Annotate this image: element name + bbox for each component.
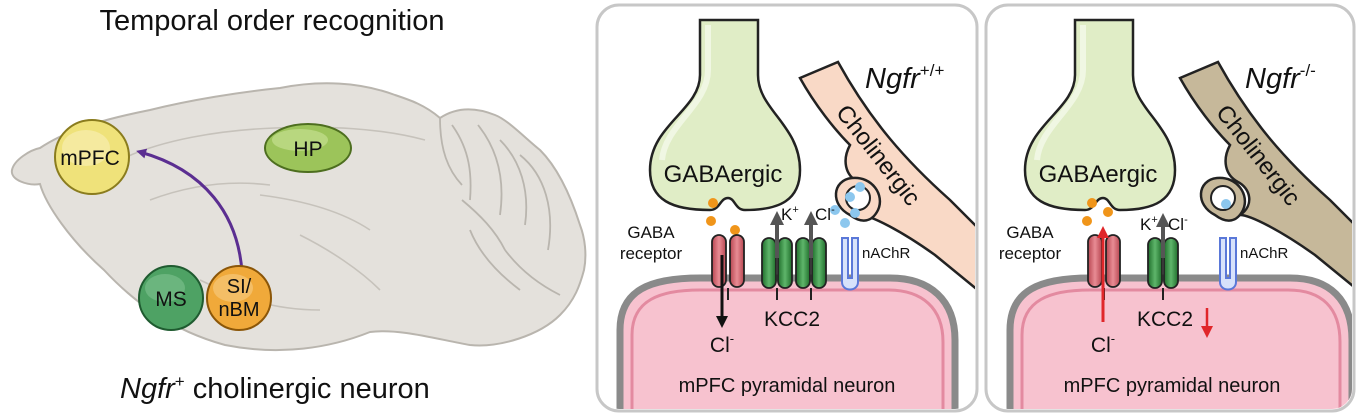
kcc2-transporter	[761, 237, 827, 300]
cerebellum-folds	[439, 117, 561, 296]
panel-knockout: GABAergic Cholinergic Ngfr-/-	[984, 3, 1356, 413]
gabaergic-terminal	[648, 18, 802, 212]
ach-vesicle	[850, 208, 860, 218]
ach-vesicle	[1221, 199, 1231, 209]
hp-label: HP	[293, 138, 322, 161]
brain-sulci	[119, 126, 426, 311]
ach-vesicle	[845, 192, 855, 202]
nachr-label: nAChR	[862, 245, 911, 262]
brain-title: Temporal order recognition	[100, 5, 445, 37]
pyramidal-neuron	[1006, 274, 1352, 409]
cl-bottom-label: Cl-	[1091, 331, 1115, 357]
si-label-line1: SI/	[227, 276, 252, 298]
nachr-receptor	[1219, 237, 1237, 291]
brain-caption: Ngfr+ cholinergic neuron	[120, 372, 430, 405]
receptor-label-line1: GABA	[627, 223, 675, 242]
ion-k-label: K+	[781, 204, 799, 224]
gaba-vesicle	[706, 216, 716, 226]
receptor-label-line2: receptor	[620, 244, 683, 263]
gabaergic-label: GABAergic	[1039, 161, 1158, 188]
gabaergic-label: GABAergic	[664, 161, 783, 188]
gabaergic-terminal	[1023, 18, 1177, 212]
si-label-line2: nBM	[218, 299, 259, 321]
ach-vesicle	[840, 218, 850, 228]
pyramidal-neuron	[616, 274, 959, 409]
gaba-vesicle	[730, 225, 740, 235]
receptor-label-line2: receptor	[999, 244, 1062, 263]
nachr-receptor	[841, 237, 859, 291]
projection-arrow	[136, 148, 244, 273]
caption-gene: Ngfr	[120, 373, 176, 405]
ion-cl-top-label: Cl-	[1168, 214, 1188, 234]
neuron-label: mPFC pyramidal neuron	[1064, 375, 1281, 397]
nachr-label: nAChR	[1240, 245, 1289, 262]
caption-rest: cholinergic neuron	[185, 373, 430, 405]
panel-wildtype: GABAergic Cholinergic Ngfr+/+	[595, 3, 979, 413]
gaba-vesicle	[1087, 198, 1097, 208]
kcc2-transporter	[1147, 237, 1179, 300]
mpfc-label: mPFC	[60, 147, 120, 170]
ion-cl-top-label: Cl-	[815, 204, 835, 224]
ion-k-label: K+	[1140, 214, 1158, 234]
ms-label: MS	[155, 288, 187, 311]
receptor-label-line1: GABA	[1006, 223, 1054, 242]
neuron-label: mPFC pyramidal neuron	[679, 375, 896, 397]
gaba-vesicle	[1082, 216, 1092, 226]
gaba-vesicle	[1103, 207, 1113, 217]
gaba-vesicle	[708, 198, 718, 208]
cl-bottom-label: Cl-	[710, 331, 734, 357]
kcc2-label: KCC2	[1137, 308, 1193, 331]
ach-vesicle	[830, 205, 840, 215]
brain-panel: Temporal order recognition mPFC HP MS SI…	[10, 5, 587, 405]
kcc2-label: KCC2	[764, 308, 820, 331]
genotype-label: Ngfr+/+	[865, 61, 944, 95]
ach-vesicle	[855, 182, 865, 192]
caption-sup: +	[175, 372, 185, 391]
genotype-label: Ngfr-/-	[1245, 61, 1316, 95]
